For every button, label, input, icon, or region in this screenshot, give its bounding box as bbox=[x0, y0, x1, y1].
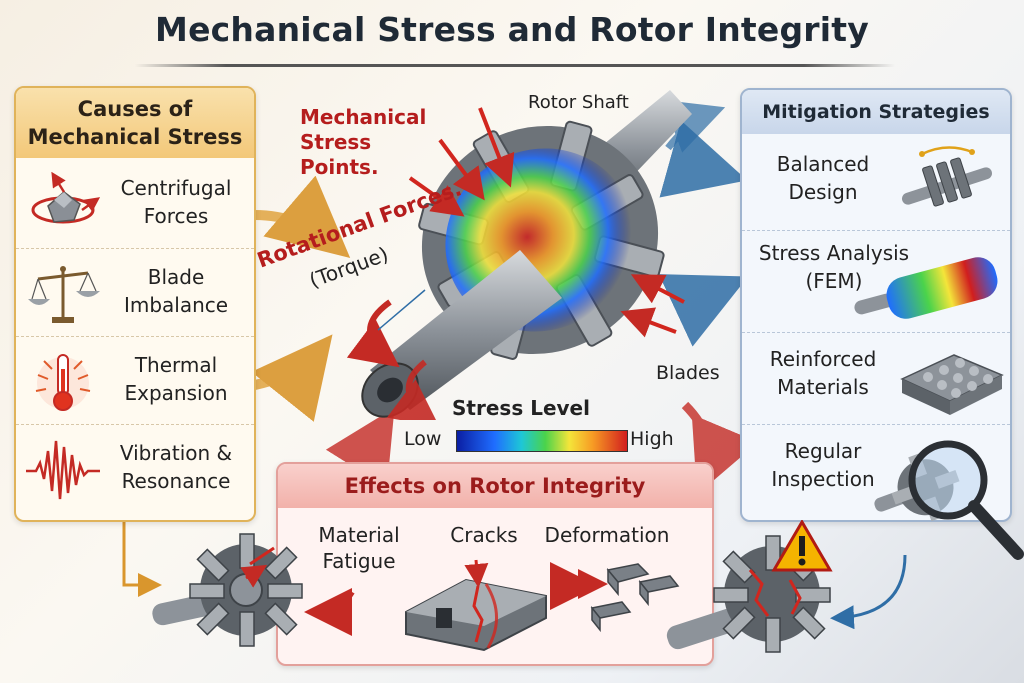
centrifugal-force-icon bbox=[31, 171, 101, 224]
stress-high-label: High bbox=[630, 428, 674, 450]
stress-level-title: Stress Level bbox=[452, 396, 590, 420]
mitigation-label-line1: Regular bbox=[784, 439, 862, 463]
fatigued-rotor-illustration bbox=[152, 533, 303, 647]
mitigation-label-line2: Inspection bbox=[771, 467, 875, 491]
cracked-block-illustration bbox=[405, 559, 547, 652]
stress-low-label: Low bbox=[404, 428, 442, 450]
cause-label-line1: Centrifugal bbox=[120, 176, 232, 200]
warning-triangle-icon bbox=[771, 520, 833, 572]
cause-label-line1: Blade bbox=[147, 265, 205, 289]
cause-label-line1: Vibration & bbox=[119, 441, 233, 465]
causes-header: Causes of Mechanical Stress bbox=[16, 88, 254, 158]
thermometer-icon bbox=[35, 354, 91, 411]
mitigation-item-inspection: Regular Inspection bbox=[742, 424, 1010, 519]
arrow-mitigation-to-effects bbox=[830, 554, 907, 630]
fem-rotor-icon bbox=[854, 257, 998, 319]
cause-item-thermal: Thermal Expansion bbox=[16, 336, 254, 425]
causes-panel: Causes of Mechanical Stress Centrifugal … bbox=[14, 86, 256, 522]
effect-label-line1: Deformation bbox=[544, 523, 670, 547]
stress-color-scale bbox=[456, 430, 628, 452]
cause-label-line2: Expansion bbox=[124, 381, 228, 405]
effect-item-fatigue: Material Fatigue bbox=[304, 522, 414, 574]
reinforced-plate-icon bbox=[900, 354, 1004, 415]
mitigation-header: Mitigation Strategies bbox=[742, 90, 1010, 134]
arrow-causes-to-rotor-bottom bbox=[251, 334, 333, 422]
stress-points-line2: Stress Points. bbox=[300, 130, 379, 179]
cause-item-imbalance: Blade Imbalance bbox=[16, 248, 254, 337]
causes-header-line2: Mechanical Stress bbox=[27, 125, 243, 149]
cause-label-line2: Resonance bbox=[121, 469, 231, 493]
arrow-rotor-to-mitigation-top bbox=[659, 120, 748, 198]
title-divider bbox=[135, 64, 895, 67]
cause-item-centrifugal: Centrifugal Forces bbox=[16, 160, 254, 248]
mitigation-label-line1: Stress Analysis bbox=[758, 241, 910, 265]
vibration-wave-icon bbox=[26, 440, 100, 500]
arrow-causes-to-rotor-top bbox=[254, 175, 351, 259]
effect-label-line1: Cracks bbox=[450, 523, 518, 547]
mitigation-label-line1: Balanced bbox=[776, 152, 870, 176]
cause-item-vibration: Vibration & Resonance bbox=[16, 424, 254, 513]
page-title: Mechanical Stress and Rotor Integrity bbox=[155, 10, 869, 49]
effect-label-line1: Material bbox=[318, 523, 400, 547]
effect-label-line2: Fatigue bbox=[322, 549, 396, 573]
mitigation-label-line2: Design bbox=[788, 180, 858, 204]
arrow-causes-to-effects bbox=[122, 522, 162, 597]
mitigation-label-line1: Reinforced bbox=[769, 347, 877, 371]
mitigation-item-fem: Stress Analysis (FEM) bbox=[742, 230, 1010, 333]
causes-header-line1: Causes of bbox=[77, 97, 193, 121]
stress-points-line1: Mechanical bbox=[300, 105, 427, 129]
effects-header: Effects on Rotor Integrity bbox=[278, 464, 712, 508]
arrow-rotor-top-exit bbox=[662, 100, 726, 153]
stress-points-label: Mechanical Stress Points. bbox=[300, 105, 450, 180]
arrow-rotor-to-mitigation-mid bbox=[658, 274, 749, 347]
mitigation-label-line2: (FEM) bbox=[805, 269, 863, 293]
rotor-illustration bbox=[346, 90, 692, 420]
damaged-rotor-illustration bbox=[666, 520, 833, 653]
blades-label: Blades bbox=[656, 362, 720, 384]
balanced-rotor-icon bbox=[902, 146, 992, 207]
arrow-effects-to-rotor bbox=[325, 407, 395, 488]
magnifier-icon bbox=[874, 440, 1024, 560]
mitigation-item-balanced: Balanced Design bbox=[742, 136, 1010, 230]
cause-label-line2: Imbalance bbox=[123, 293, 229, 317]
cause-label-line2: Forces bbox=[143, 204, 209, 228]
mitigation-label-line2: Materials bbox=[777, 375, 869, 399]
effect-item-deformation: Deformation bbox=[542, 522, 672, 548]
mitigation-item-reinforced: Reinforced Materials bbox=[742, 332, 1010, 425]
rotor-shaft-label: Rotor Shaft bbox=[528, 92, 629, 113]
cause-label-line1: Thermal bbox=[134, 353, 218, 377]
balance-scale-icon bbox=[28, 266, 100, 323]
effect-item-cracks: Cracks bbox=[434, 522, 534, 548]
